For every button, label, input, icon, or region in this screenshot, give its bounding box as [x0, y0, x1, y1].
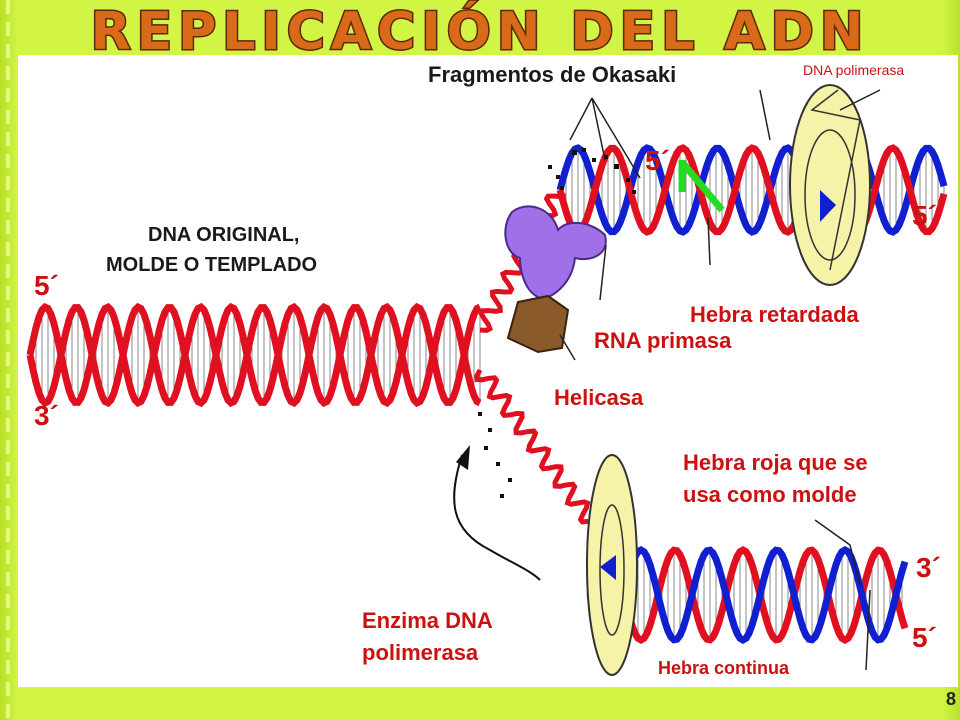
enzyme-label-line1: Enzima DNA [362, 608, 493, 633]
enzyme-rotation-arrow [453, 454, 541, 581]
helicase-shape [504, 205, 607, 300]
template-strand-label-line2: usa como molde [683, 482, 857, 507]
helicase-label: Helicasa [554, 385, 644, 410]
three-prime-left-label: 3´ [34, 400, 59, 431]
leader-lines [559, 217, 871, 671]
rna-primase-label: RNA primasa [594, 328, 732, 353]
five-prime-bottom-label: 5´ [912, 622, 937, 653]
okazaki-fragments-label: Fragmentos de Okasaki [428, 62, 677, 87]
original-dna-label-line1: DNA ORIGINAL, [148, 224, 300, 246]
okazaki-fragments-dots [548, 148, 636, 194]
dna-polymerase-bottom [586, 454, 638, 676]
leading-template-strand [474, 368, 909, 645]
leading-strand-label: Hebra continua [658, 658, 790, 678]
enzyme-rotation-arrowhead [456, 445, 470, 470]
enzyme-label-line2: polimerasa [362, 640, 479, 665]
parental-double-helix [26, 302, 482, 408]
dna-polymerase-top-label: DNA polimerasa [803, 62, 905, 78]
rna-primase-shape [506, 294, 570, 354]
five-prime-right-label: 5´ [912, 200, 937, 231]
five-prime-left-label: 5´ [34, 270, 59, 301]
template-strand-label-line1: Hebra roja que se [683, 450, 868, 475]
slide-title: REPLICACIÓN DEL ADN [89, 1, 870, 64]
page-number: 8 [945, 689, 956, 709]
decorative-border [6, 0, 10, 720]
okazaki-pointer-lines [569, 97, 641, 179]
lagging-strand-label: Hebra retardada [690, 302, 859, 327]
enzyme-dots [478, 412, 512, 498]
dna-polymerase-top [759, 84, 881, 286]
primer-green [678, 159, 725, 213]
five-prime-top-label: 5´ [645, 145, 670, 176]
original-dna-label-line2: MOLDE O TEMPLADO [106, 254, 318, 276]
three-prime-right-label: 3´ [916, 552, 941, 583]
